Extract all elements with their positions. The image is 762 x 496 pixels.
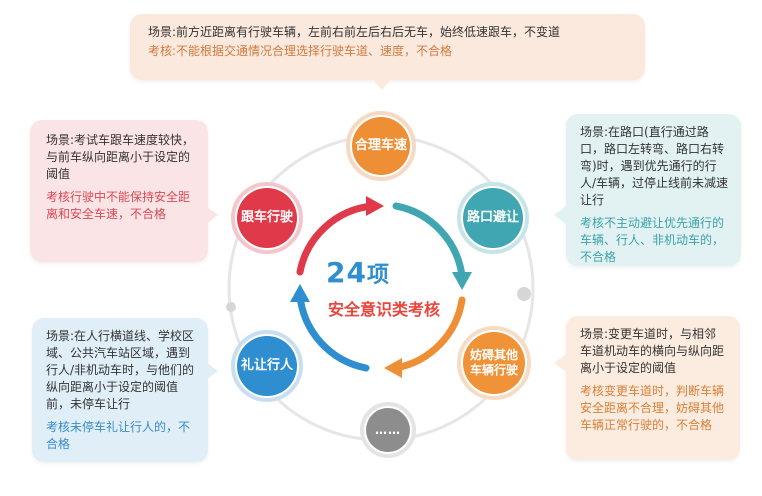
assessment-text: 考核不主动避让优先通行的车辆、行人、非机动车的，不合格 (580, 216, 725, 264)
decorative-dot (226, 302, 236, 312)
scenario-text: 场景:考试车跟车速度较快，与前车纵向距离小于设定的阈值 (46, 133, 195, 181)
arc-teal-arrow (392, 202, 466, 280)
scenario-card-following: 场景:考试车跟车速度较快，与前车纵向距离小于设定的阈值 考核行驶中不能保持安全距… (30, 120, 208, 262)
card-pointer (206, 206, 218, 224)
arrow-head-orange (384, 358, 402, 378)
node-more: …… (366, 408, 410, 452)
scenario-card-lane-change: 场景:变更车道时，与相邻车道机动车的横向与纵向距离小于设定的阈值 考核变更车道时… (566, 316, 740, 460)
card-pointer (206, 362, 218, 380)
scenario-text: 场景:在路口(直行通过路口，路口左转弯、路口右转弯)时，遇到优先通行的行人/车辆… (580, 125, 729, 207)
arrow-head-blue (290, 284, 310, 302)
center-count-unit: 项 (366, 263, 390, 288)
assessment-text: 考核变更车道时，判断车辆安全距离不合理，妨碍其他车辆正常行驶的，不合格 (580, 384, 725, 432)
decorative-dot (517, 287, 531, 301)
node-obstruct-vehicles: 妨碍其他 车辆行驶 (463, 332, 525, 394)
assessment-text: 考核行驶中不能保持安全距离和安全车速，不合格 (46, 190, 191, 221)
node-pedestrian-yield: 礼让行人 (237, 336, 297, 396)
arrow-head-red (366, 196, 384, 216)
scenario-card-reasonable-speed: 场景:前方近距离有行驶车辆，左前右前左后右后无车，始终低速跟车，不变道 考核:不… (130, 14, 645, 80)
scenario-card-pedestrian-yield: 场景:在人行横道线、学校区域、公共汽车站区域，遇到行人/非机动车时，与他们的纵向… (32, 318, 208, 462)
arc-blue-arrow (296, 292, 370, 372)
node-reasonable-speed: 合理车速 (352, 117, 410, 175)
assessment-text: 考核未停车礼让行人的，不合格 (46, 420, 191, 451)
center-label: 安全意识类考核 (327, 300, 440, 319)
arrow-head-teal (452, 272, 472, 290)
center-count-number: 24 (326, 256, 367, 289)
scenario-text: 场景:在人行横道线、学校区域、公共汽车站区域，遇到行人/非机动车时，与他们的纵向… (46, 329, 195, 411)
card-pointer (372, 78, 392, 90)
node-intersection-yield: 路口避让 (463, 188, 523, 248)
arc-red-arrow (296, 202, 376, 276)
scenario-card-intersection-yield: 场景:在路口(直行通过路口，路口左转弯、路口右转弯)时，遇到优先通行的行人/车辆… (566, 114, 741, 266)
scenario-text: 场景:变更车道时，与相邻车道机动车的横向与纵向距离小于设定的阈值 (580, 327, 725, 375)
card-pointer (554, 354, 566, 372)
scenario-text: 场景:前方近距离有行驶车辆，左前右前左后右后无车，始终低速跟车，不变道 (148, 25, 561, 39)
assessment-text: 考核:不能根据交通情况合理选择行驶车道、速度，不合格 (148, 44, 453, 58)
card-pointer (554, 206, 566, 224)
node-label-line1: 妨碍其他 (469, 348, 518, 362)
arc-orange-arrow (392, 296, 466, 372)
node-label-line2: 车辆行驶 (469, 363, 518, 377)
center-count: 24项 (326, 256, 446, 289)
node-car-following: 跟车行驶 (237, 188, 297, 248)
